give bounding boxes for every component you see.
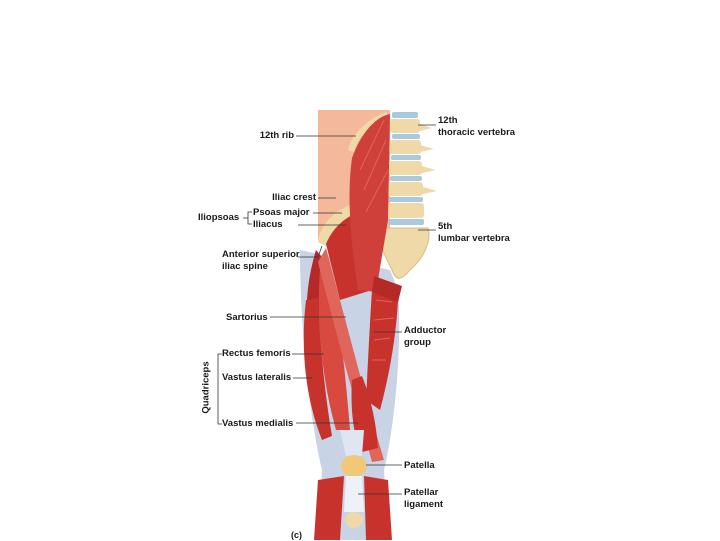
lower-leg-medial xyxy=(364,476,392,540)
vastus-lateralis-muscle xyxy=(303,298,332,440)
rib-12 xyxy=(348,112,388,152)
label-vastus-lateralis: Vastus lateralis xyxy=(222,372,292,383)
label-adductor-group-line2: group xyxy=(404,337,431,348)
label-iliopsoas: Iliopsoas xyxy=(198,212,240,223)
quadriceps-tendon xyxy=(340,430,364,456)
leader-lines xyxy=(217,124,436,495)
label-asis-line2: iliac spine xyxy=(222,261,268,272)
panel-label: (c) xyxy=(291,530,302,540)
label-12th-rib: 12th rib xyxy=(259,130,294,141)
label-patellar-ligament-line2: ligament xyxy=(404,499,444,510)
tibial-tuberosity xyxy=(345,512,363,528)
pectineus-muscle xyxy=(372,276,402,302)
rectus-femoris-muscle xyxy=(318,270,350,430)
spine xyxy=(386,112,437,225)
lower-leg-lateral xyxy=(314,476,344,540)
label-iliac-crest: Iliac crest xyxy=(272,192,316,203)
label-patellar-ligament-line1: Patellar xyxy=(404,487,439,498)
label-iliacus: Iliacus xyxy=(253,219,283,230)
label-5th-lumbar-vertebra-line2: lumbar vertebra xyxy=(438,233,510,244)
label-12th-thoracic-vertebra-line1: 12th xyxy=(438,115,458,126)
label-vastus-medialis: Vastus medialis xyxy=(222,418,294,429)
label-rectus-femoris: Rectus femoris xyxy=(222,348,291,359)
patellar-ligament-structure xyxy=(344,476,364,512)
patella-bone xyxy=(341,455,367,477)
label-patella: Patella xyxy=(404,460,435,471)
label-quadriceps: Quadriceps xyxy=(200,361,212,414)
sacrum xyxy=(379,227,430,279)
label-adductor-group-line1: Adductor xyxy=(404,325,447,336)
label-12th-thoracic-vertebra-line2: thoracic vertebra xyxy=(438,127,516,138)
psoas-major-muscle xyxy=(349,114,390,292)
label-sartorius: Sartorius xyxy=(226,312,268,323)
label-psoas-major: Psoas major xyxy=(253,207,310,218)
label-asis-line1: Anterior superior xyxy=(222,249,300,260)
label-5th-lumbar-vertebra-line1: 5th xyxy=(438,221,453,232)
